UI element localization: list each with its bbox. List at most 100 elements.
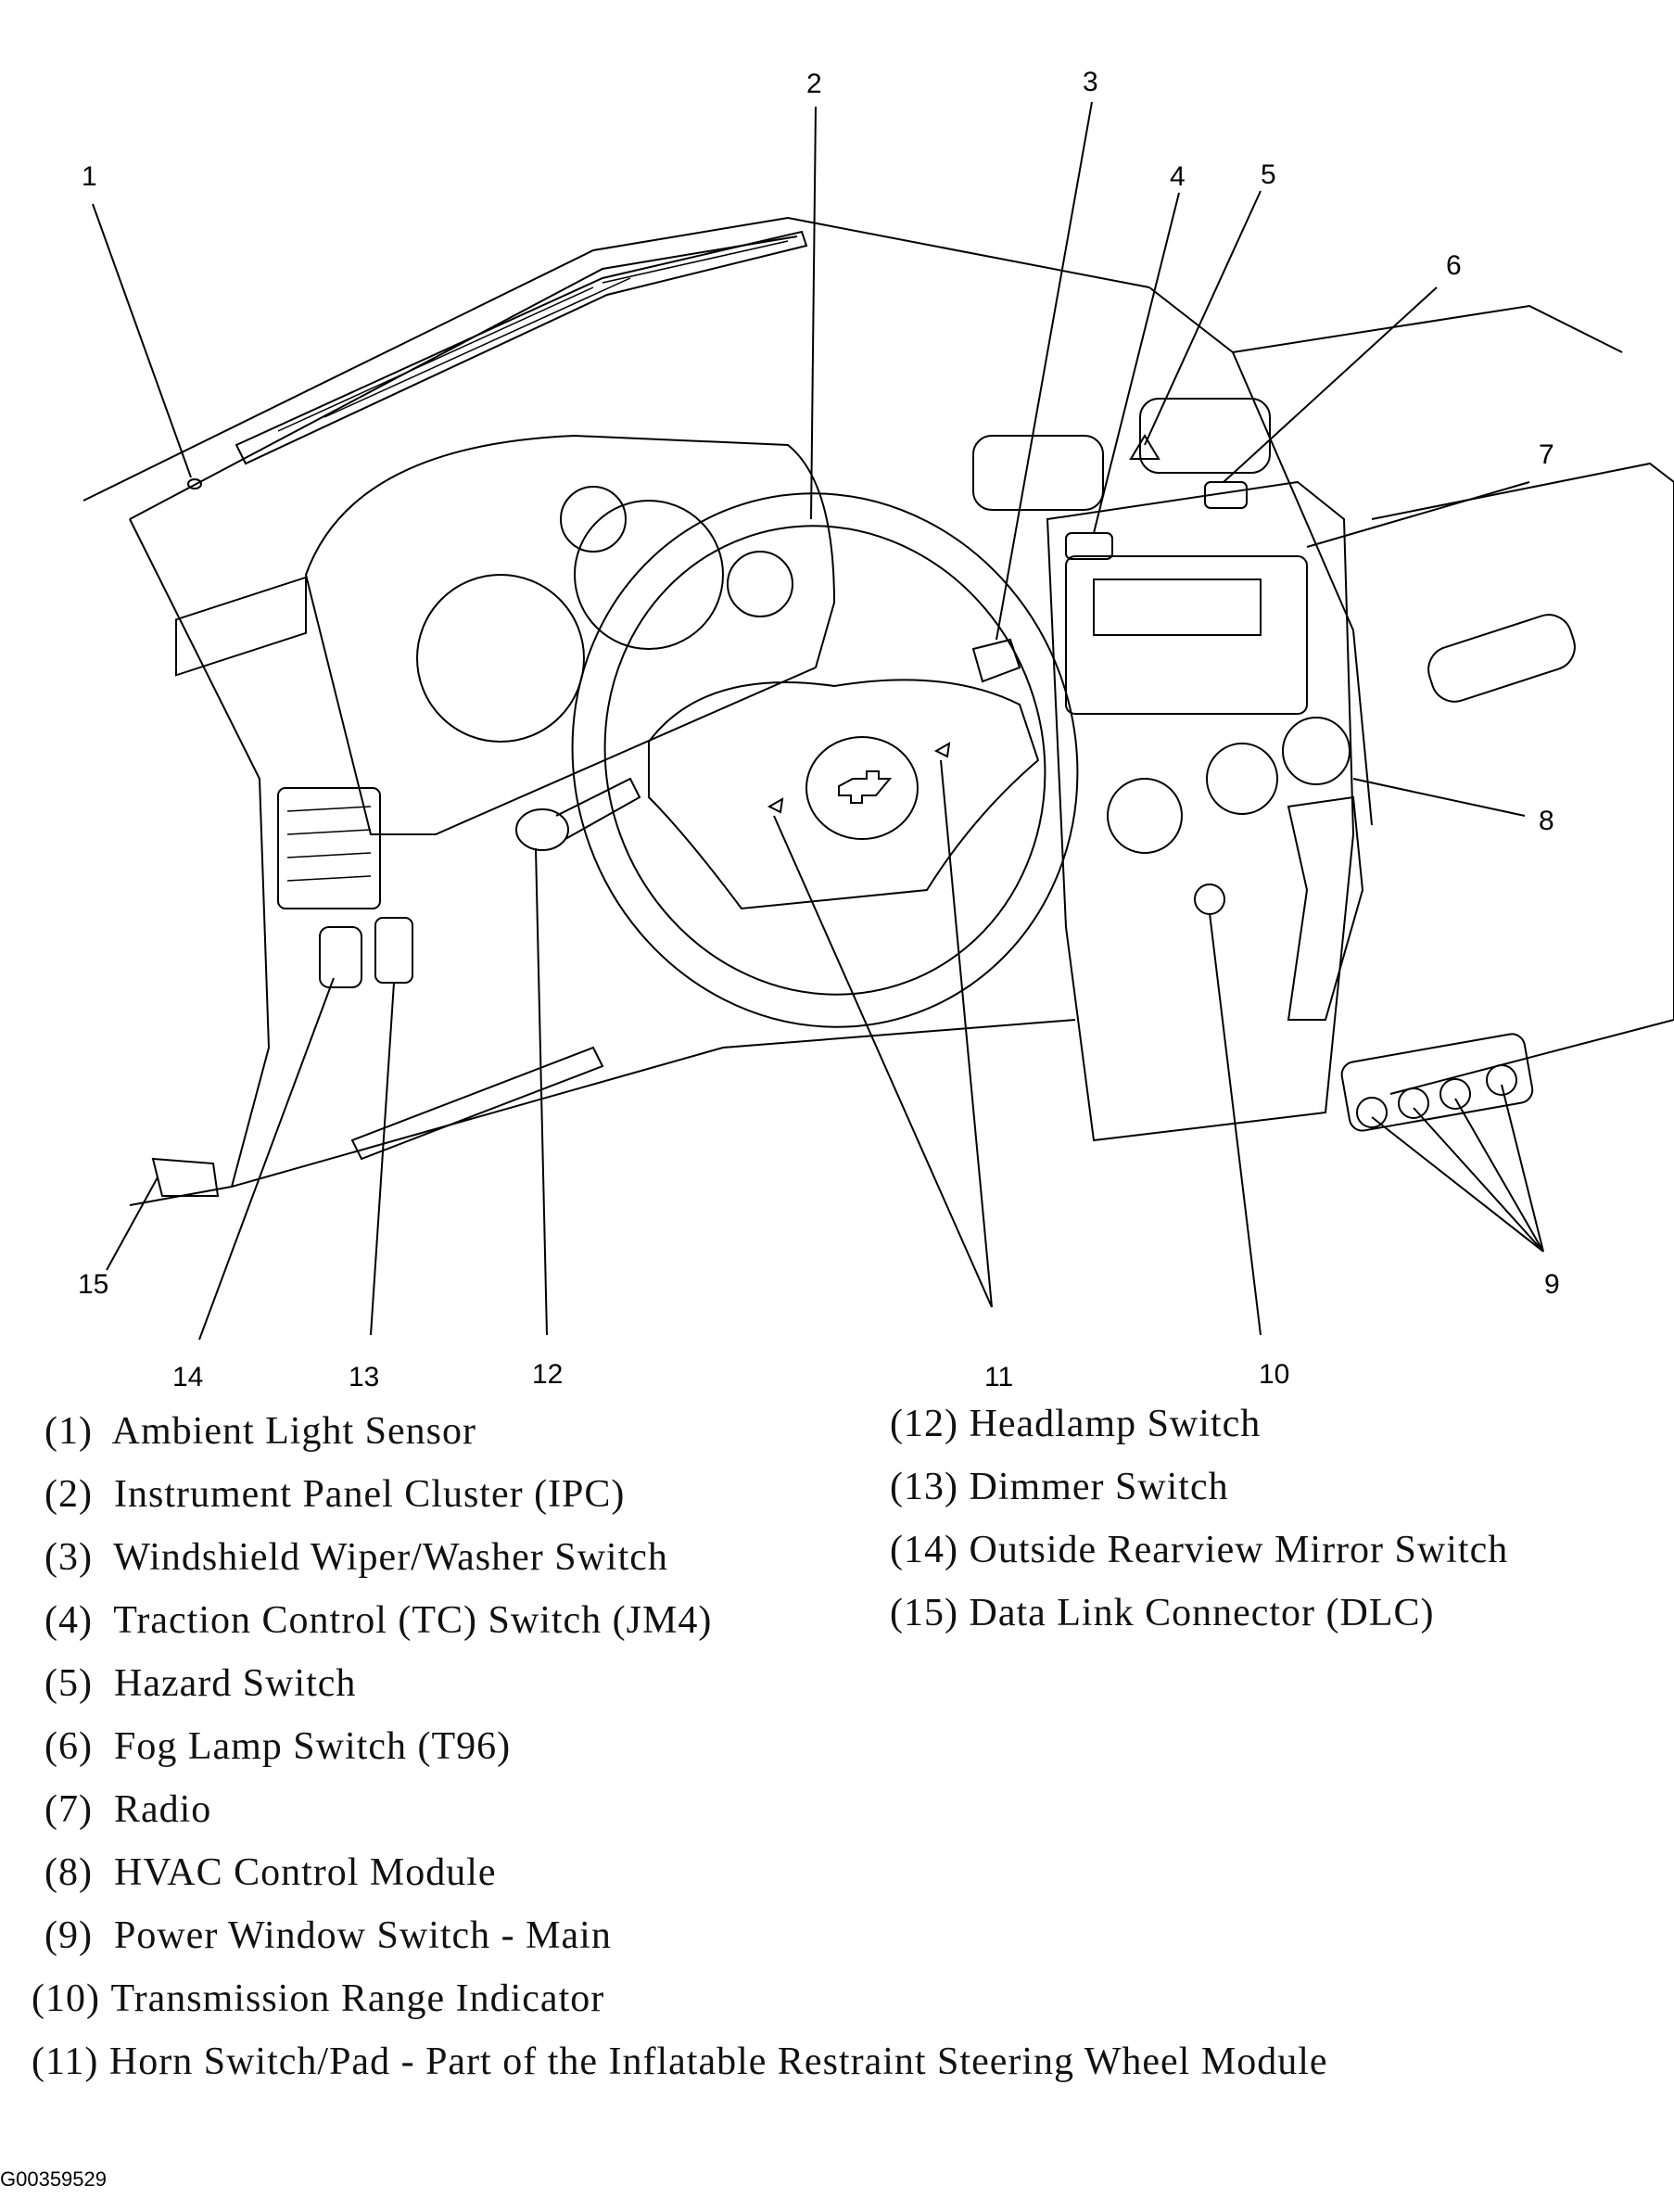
steering-wheel-inner (603, 525, 1046, 996)
legend-num: (2) (44, 1473, 93, 1516)
legend-item-14: (14) Outside Rearview Mirror Switch (890, 1528, 1508, 1572)
window-switch-3 (1439, 1078, 1471, 1110)
lower-grille (350, 1046, 604, 1161)
tachometer-gauge (574, 500, 724, 650)
gear-shifter (1287, 795, 1364, 1021)
airbag-emblem (805, 736, 919, 840)
callout-8: 8 (1539, 806, 1554, 836)
window-switch-panel (1340, 1033, 1534, 1132)
fuel-gauge (727, 551, 793, 617)
left-panel-vent-slats (286, 806, 372, 882)
legend-num: (7) (44, 1788, 93, 1831)
legend-text: Data Link Connector (DLC) (969, 1592, 1435, 1634)
callout-6: 6 (1446, 250, 1462, 281)
steering-wheel-outer (571, 492, 1079, 1028)
window-switch-1 (1356, 1097, 1388, 1128)
traction-control-switch (1065, 532, 1113, 560)
legend-num: (11) (32, 2040, 99, 2083)
callout-4: 4 (1170, 161, 1186, 192)
fog-lamp-switch (1204, 481, 1248, 509)
horn-pad-right (933, 742, 951, 758)
legend-item-7: (7) Radio (44, 1787, 211, 1832)
hvac-knob-center (1206, 743, 1278, 815)
legend-num: (15) (890, 1592, 958, 1634)
legend-item-10: (10) Transmission Range Indicator (32, 1977, 604, 2021)
legend-num: (6) (44, 1725, 93, 1768)
headlamp-switch-knob (515, 808, 569, 851)
hvac-knob-right (1282, 717, 1351, 785)
temp-gauge (560, 486, 627, 553)
legend-text: HVAC Control Module (113, 1851, 497, 1894)
legend-num: (4) (44, 1599, 93, 1642)
left-panel-vent (277, 787, 381, 909)
dash-top-edge-2 (129, 235, 798, 520)
center-vent-left (972, 435, 1104, 511)
legend-num: (12) (890, 1403, 958, 1445)
legend-text: Dimmer Switch (969, 1466, 1229, 1508)
legend-item-4: (4) Traction Control (TC) Switch (JM4) (44, 1598, 712, 1643)
chevrolet-bowtie-icon (838, 770, 893, 804)
legend-item-2: (2) Instrument Panel Cluster (IPC) (44, 1472, 625, 1517)
callout-12: 12 (532, 1359, 563, 1390)
callout-14: 14 (172, 1362, 203, 1392)
center-vent-right (1139, 398, 1271, 474)
figure-id: G00359529 (0, 2168, 107, 2191)
legend-num: (14) (890, 1529, 958, 1571)
legend-num: (3) (44, 1536, 93, 1579)
callout-3: 3 (1083, 67, 1098, 97)
dash-top-edge (82, 216, 1150, 502)
legend-text: Headlamp Switch (969, 1403, 1262, 1445)
right-dash-edge (1232, 304, 1623, 353)
legend-num: (10) (32, 1977, 100, 2020)
callout-11: 11 (984, 1362, 1013, 1392)
headlamp-switch-stalk (555, 777, 641, 840)
window-switch-4 (1486, 1064, 1517, 1096)
dashboard-illustration: 1 2 3 4 5 6 7 8 9 10 11 12 13 14 15 (78, 67, 1674, 1392)
ambient-light-sensor (187, 478, 202, 489)
dimmer-switch (374, 917, 413, 984)
door-panel (1371, 462, 1674, 1095)
callout-9: 9 (1544, 1269, 1560, 1300)
window-switch-2 (1398, 1087, 1429, 1119)
speedometer-gauge (416, 574, 585, 743)
callout-2: 2 (806, 69, 822, 99)
legend-text: Instrument Panel Cluster (IPC) (113, 1473, 626, 1516)
callout-7: 7 (1539, 439, 1554, 470)
callout-5: 5 (1261, 159, 1276, 190)
legend-item-13: (13) Dimmer Switch (890, 1465, 1229, 1509)
defrost-vent (235, 230, 808, 465)
legend-item-6: (6) Fog Lamp Switch (T96) (44, 1724, 511, 1769)
legend-text: Hazard Switch (113, 1662, 357, 1705)
legend-item-1: (1) Ambient Light Sensor (44, 1409, 476, 1454)
legend-text: Traction Control (TC) Switch (JM4) (113, 1599, 713, 1642)
left-dash-edge (129, 518, 271, 1188)
hvac-knob-left (1107, 778, 1183, 854)
lower-dash-edge (129, 1019, 1076, 1206)
legend-text: Windshield Wiper/Washer Switch (113, 1536, 668, 1579)
left-side-vent (175, 576, 307, 677)
legend-item-5: (5) Hazard Switch (44, 1661, 356, 1706)
steering-wheel-spokes (648, 679, 1040, 910)
door-handle (1427, 614, 1576, 703)
legend-item-8: (8) HVAC Control Module (44, 1850, 497, 1895)
callout-13: 13 (349, 1362, 379, 1392)
legend-num: (13) (890, 1466, 958, 1508)
callout-1: 1 (82, 161, 97, 192)
radio (1065, 555, 1308, 715)
cluster-hood (304, 434, 836, 835)
legend-text: Horn Switch/Pad - Part of the Inflatable… (108, 2040, 1328, 2083)
legend-num: (5) (44, 1662, 93, 1705)
legend-item-9: (9) Power Window Switch - Main (44, 1913, 612, 1958)
callout-15: 15 (78, 1269, 108, 1300)
legend-text: Transmission Range Indicator (110, 1977, 605, 2020)
transmission-range-indicator (1194, 884, 1225, 915)
legend-item-3: (3) Windshield Wiper/Washer Switch (44, 1535, 668, 1580)
horn-pad-left (767, 797, 784, 814)
data-link-connector (151, 1157, 220, 1197)
legend-item-12: (12) Headlamp Switch (890, 1402, 1261, 1446)
wiper-stalk (971, 638, 1021, 683)
legend-text: Radio (113, 1788, 212, 1831)
legend-num: (1) (44, 1410, 93, 1453)
legend-item-11: (11) Horn Switch/Pad - Part of the Infla… (32, 2040, 1328, 2084)
legend-num: (9) (44, 1914, 93, 1957)
